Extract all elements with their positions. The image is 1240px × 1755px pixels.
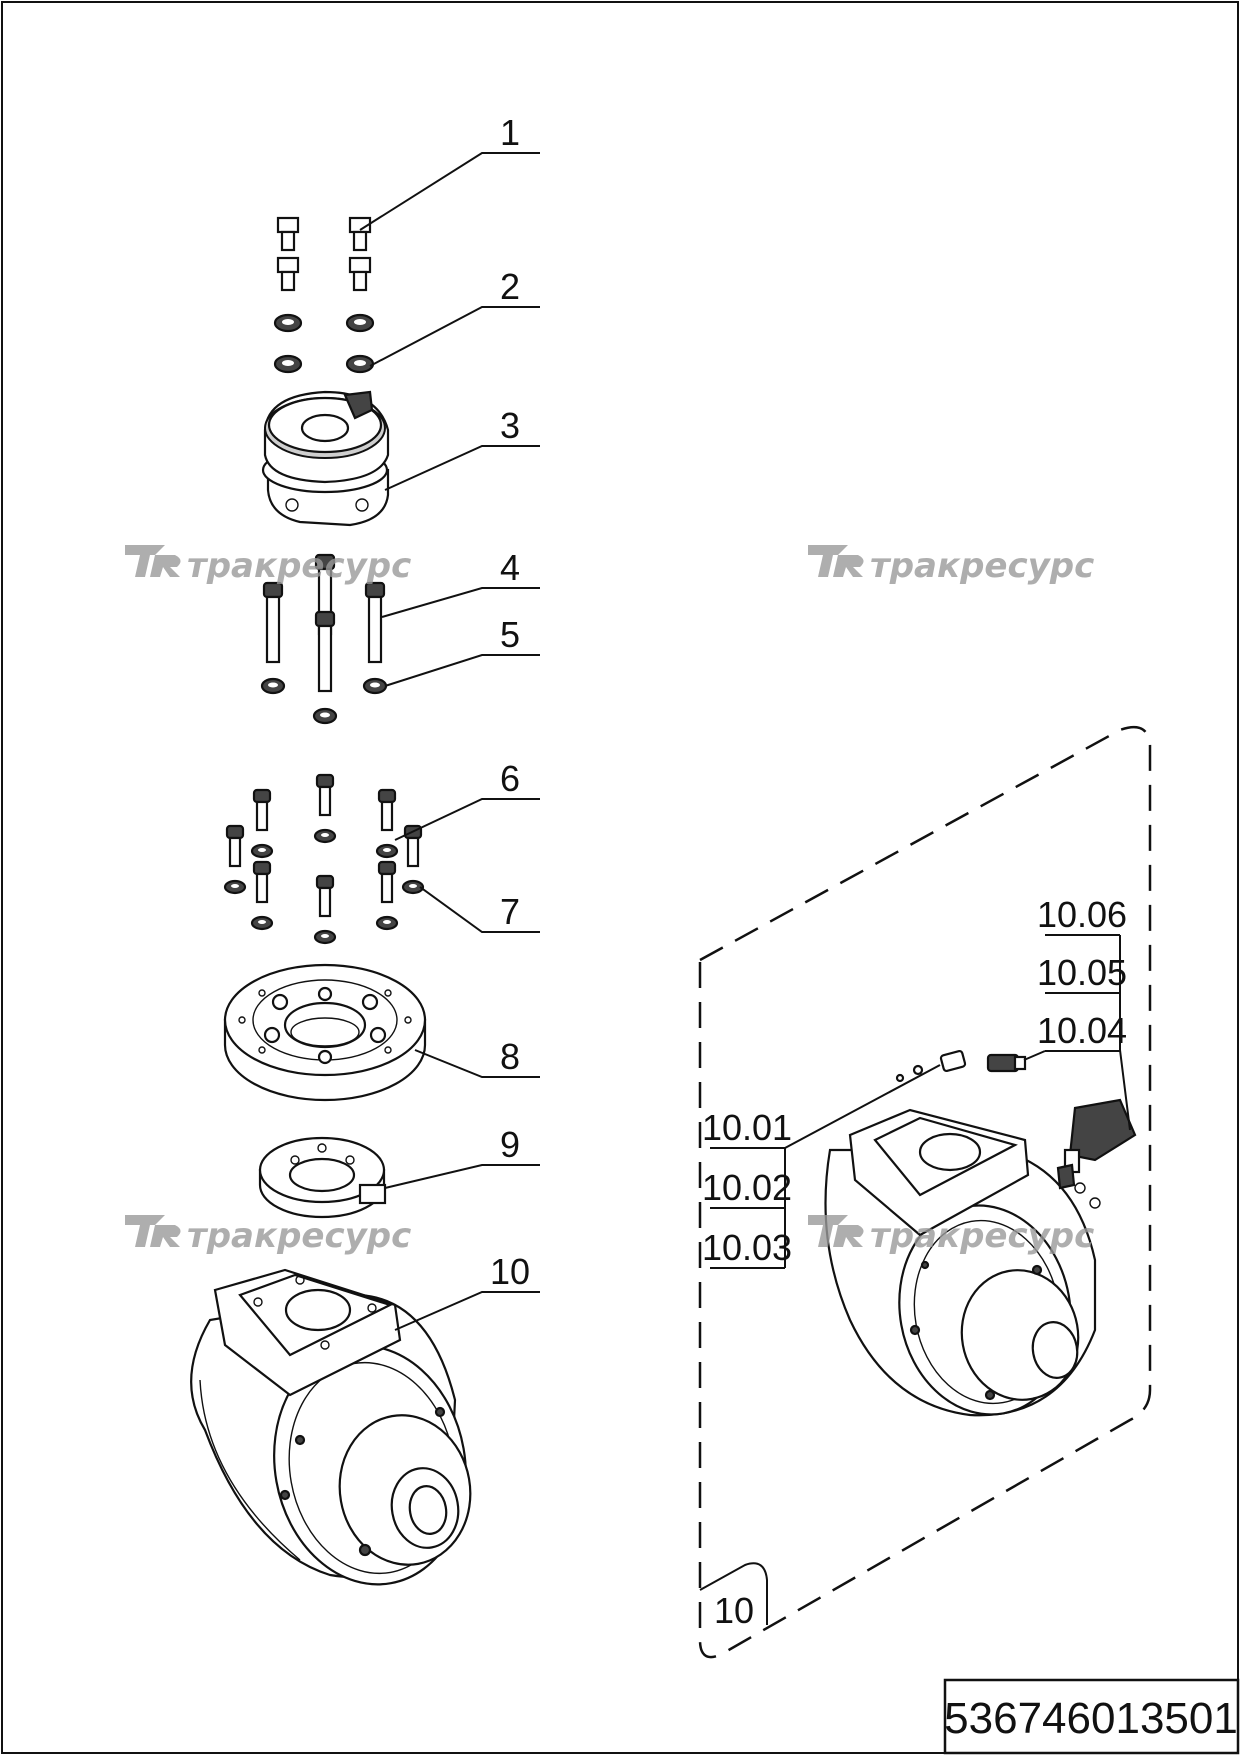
svg-text:10.04: 10.04 xyxy=(1037,1010,1127,1051)
svg-text:8: 8 xyxy=(500,1036,520,1077)
watermark-logo-1: тракресурс xyxy=(125,545,411,586)
watermark-logo-2: тракресурс xyxy=(808,545,1094,586)
part-7-washers xyxy=(223,828,425,945)
part-10-housing xyxy=(190,1268,472,1586)
callout-6: 6 xyxy=(394,758,540,841)
callout-7: 7 xyxy=(419,886,540,933)
callout-4: 4 xyxy=(381,547,540,618)
watermark-logo-4: тракресурс xyxy=(808,1215,1094,1256)
svg-text:10: 10 xyxy=(490,1251,530,1292)
part-2-washers xyxy=(273,313,375,374)
callout-3: 3 xyxy=(384,405,540,491)
svg-text:10.06: 10.06 xyxy=(1037,894,1127,935)
part-4-long-bolts xyxy=(262,553,386,693)
svg-text:3: 3 xyxy=(500,405,520,446)
svg-text:10.05: 10.05 xyxy=(1037,952,1127,993)
svg-text:9: 9 xyxy=(500,1124,520,1165)
part-8-flange xyxy=(223,963,427,1102)
document-number: 536746013501 xyxy=(944,1694,1238,1743)
svg-text:5: 5 xyxy=(500,614,520,655)
svg-text:7: 7 xyxy=(500,891,520,932)
svg-text:2: 2 xyxy=(500,266,520,307)
watermark-logo-3: тракресурс xyxy=(125,1215,411,1256)
detail-view-10: 10 10.01 10.02 10.03 xyxy=(698,725,1152,1659)
svg-text:тракресурс: тракресурс xyxy=(187,546,411,586)
svg-text:тракресурс: тракресурс xyxy=(870,1216,1094,1256)
svg-text:4: 4 xyxy=(500,547,520,588)
part-5-washers xyxy=(260,677,388,725)
detail-tag: 10 xyxy=(714,1590,754,1631)
callout-10: 10 xyxy=(394,1251,540,1331)
svg-text:10.01: 10.01 xyxy=(702,1107,792,1148)
callout-2: 2 xyxy=(369,266,540,367)
callout-5: 5 xyxy=(384,614,540,687)
svg-text:10.02: 10.02 xyxy=(702,1167,792,1208)
document-number-box: 536746013501 xyxy=(943,1678,1240,1755)
part-9-spacer xyxy=(258,1136,387,1219)
svg-text:тракресурс: тракресурс xyxy=(187,1216,411,1256)
part-1-bolts xyxy=(276,216,372,292)
svg-text:тракресурс: тракресурс xyxy=(870,546,1094,586)
callout-8: 8 xyxy=(414,1036,540,1078)
svg-text:1: 1 xyxy=(500,112,520,153)
callout-1: 1 xyxy=(359,112,540,231)
part-3-bracket xyxy=(261,390,390,527)
callout-9: 9 xyxy=(384,1124,540,1189)
svg-text:10.03: 10.03 xyxy=(702,1227,792,1268)
svg-text:6: 6 xyxy=(500,758,520,799)
